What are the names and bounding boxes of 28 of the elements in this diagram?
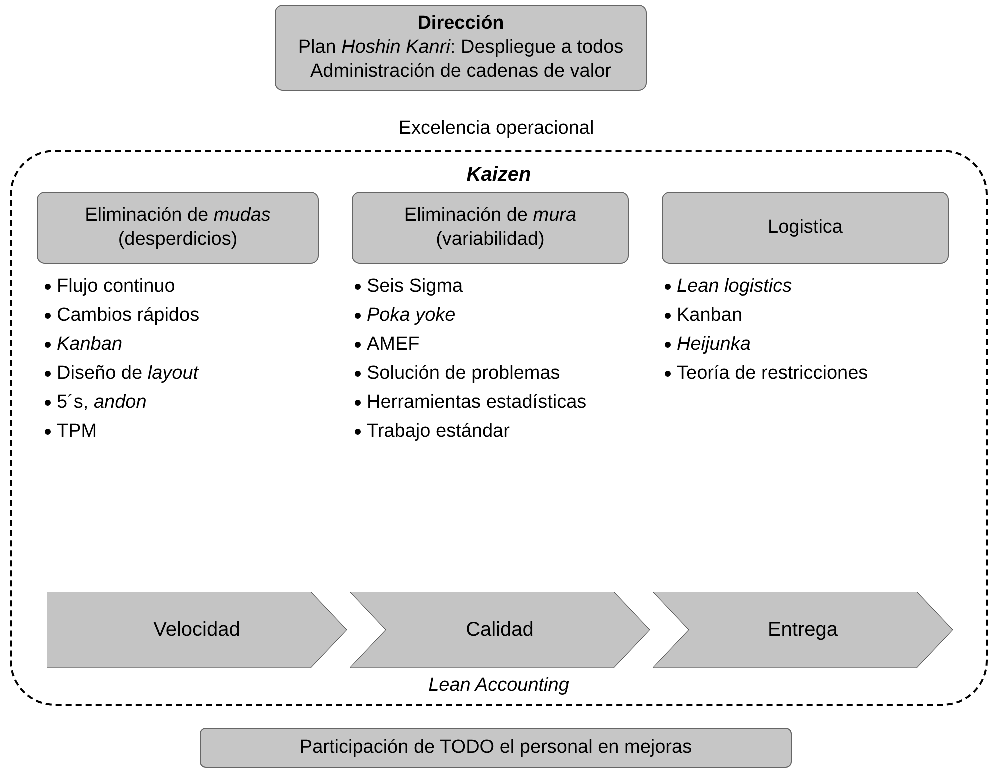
category-box: Eliminación de mura (variabilidad) — [352, 192, 629, 264]
bullet-item: Heijunka — [665, 333, 868, 357]
bullet-item: Seis Sigma — [355, 275, 587, 299]
chevron-step: Calidad — [350, 592, 650, 668]
bullet-item: Diseño de layout — [45, 362, 200, 386]
chevron-step: Entrega — [653, 592, 953, 668]
dashed-region — [10, 150, 988, 706]
bullet-item: Flujo continuo — [45, 275, 200, 299]
bullet-item: Herramientas estadísticas — [355, 391, 587, 415]
bullet-item: Solución de problemas — [355, 362, 587, 386]
bullet-item: Trabajo estándar — [355, 420, 587, 444]
category-box: Eliminación de mudas (desperdicios) — [37, 192, 319, 264]
bullet-item: Teoría de restricciones — [665, 362, 868, 386]
bullet-item: Kanban — [45, 333, 200, 357]
bullet-item: Poka yoke — [355, 304, 587, 328]
region-title: Kaizen — [466, 163, 532, 188]
bullet-item: Lean logistics — [665, 275, 868, 299]
category-box: Logistica — [662, 192, 949, 264]
banner-bar: Participación de TODO el personal en mejoras — [200, 728, 792, 768]
bullet-item: 5´s, andon — [45, 391, 200, 415]
direction-box: Dirección Plan Hoshin Kanri: Despliegue a todos Administración de cadenas de valor — [275, 5, 647, 91]
bullet-item: AMEF — [355, 333, 587, 357]
region-footer: Lean Accounting — [428, 672, 570, 700]
bullet-item: TPM — [45, 420, 200, 444]
chevron-step: Velocidad — [47, 592, 347, 668]
bullet-item: Kanban — [665, 304, 868, 328]
bullet-item: Cambios rápidos — [45, 304, 200, 328]
subtitle-text: Excelencia operacional — [398, 117, 594, 141]
